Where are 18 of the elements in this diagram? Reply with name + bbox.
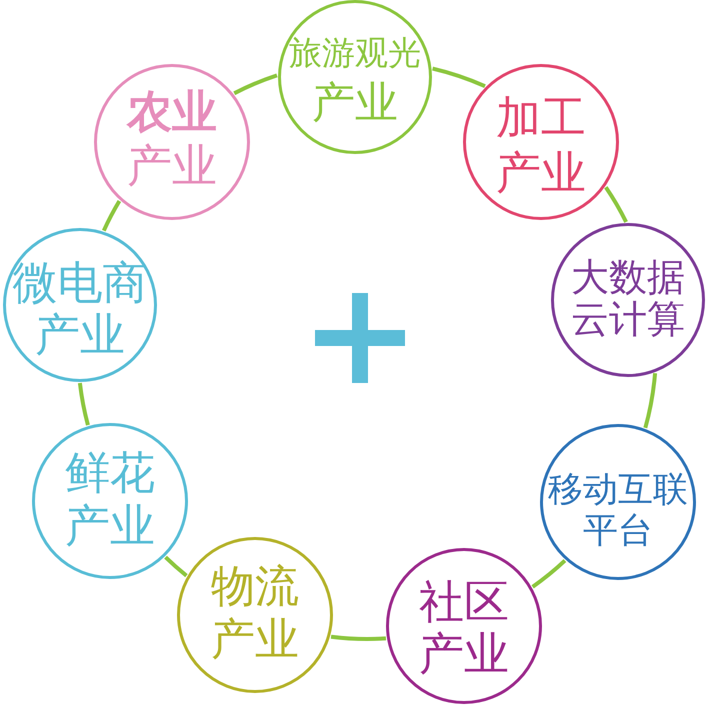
node-label: 农业产业 [125,85,218,193]
node-label: 大数据云计算 [570,256,686,340]
connector-arc [330,634,386,641]
connector-arc [432,66,486,88]
node-label: 微电商产业 [12,257,148,361]
node-label: 移动互联平台 [547,470,689,552]
connector-arc [643,372,658,428]
connector-arc [102,200,122,232]
connector-arc [78,382,90,426]
node-label: 社区产业 [418,576,510,680]
connector-arc [164,556,188,578]
connector-arc [531,559,566,588]
node-label: 加工产业 [495,90,587,200]
node-label: 物流产业 [210,560,300,666]
node-label: 旅游观光产业 [288,32,422,128]
connector-arc [604,186,628,223]
connector-arc [233,74,278,96]
node-label: 鲜花产业 [64,446,156,552]
